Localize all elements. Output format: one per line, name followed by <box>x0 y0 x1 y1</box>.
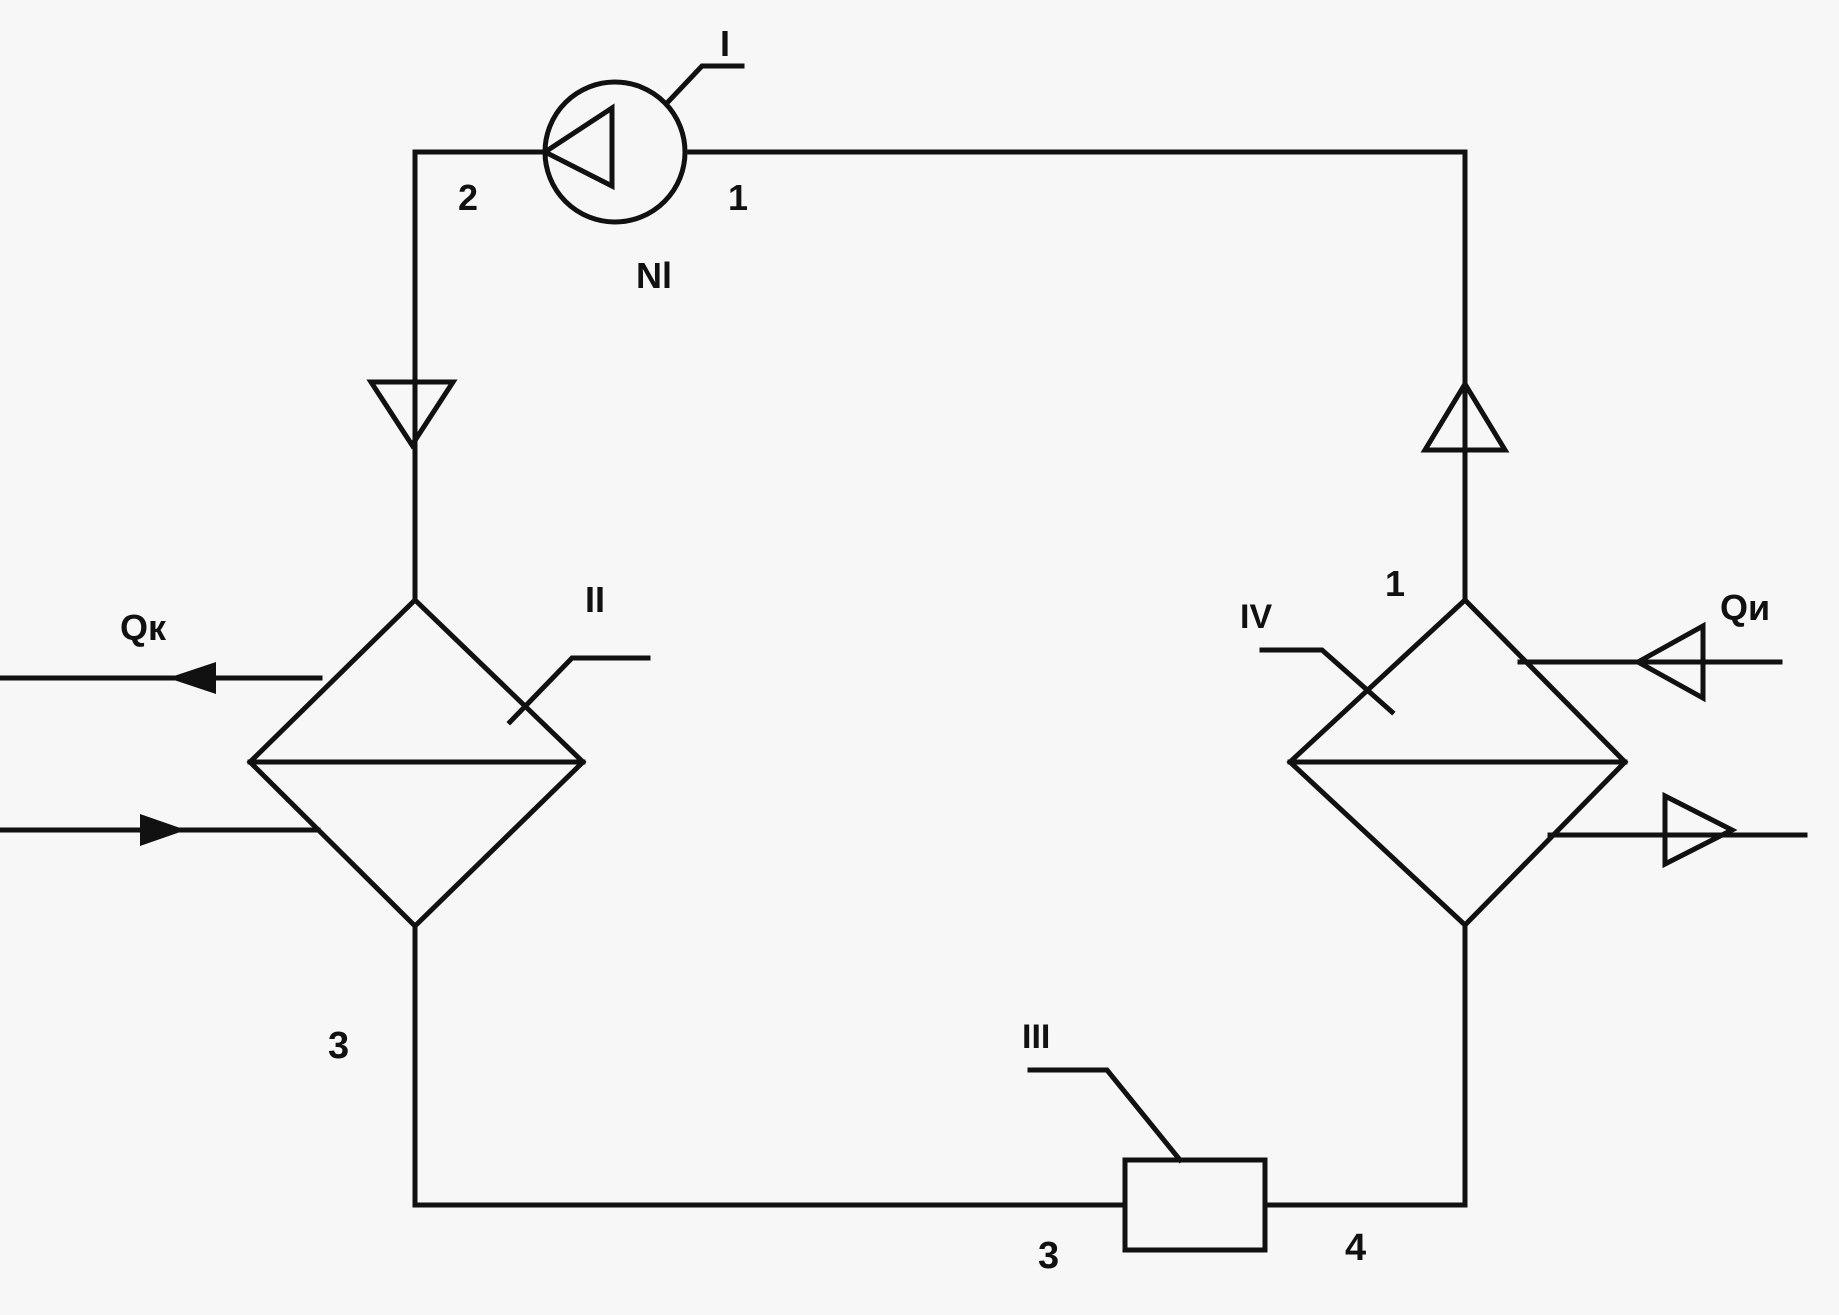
state-point-3-bottom: 3 <box>1038 1235 1059 1277</box>
heat-out-label: Qк <box>120 607 167 648</box>
evaporator-label: IV <box>1240 598 1272 636</box>
pipe-condenser-to-throttle <box>412 922 1128 1208</box>
evaporator-leader-line <box>1259 647 1396 716</box>
throttle-leader-line <box>1027 1067 1184 1164</box>
throttle-label: III <box>1022 1018 1050 1056</box>
heat-out-arrow-icon <box>168 662 216 694</box>
condenser-label: II <box>585 579 605 620</box>
condenser-symbol <box>246 596 651 930</box>
flow-arrow-up-icon <box>1420 379 1510 453</box>
condenser-leader-line <box>506 655 651 726</box>
power-label: Nl <box>636 255 672 296</box>
state-point-2: 2 <box>458 177 478 218</box>
coolant-in-arrow-icon <box>140 814 186 846</box>
heat-in-arrow-icon <box>1632 621 1706 703</box>
evaporator-symbol <box>1259 596 1629 929</box>
compressor-symbol <box>540 63 745 225</box>
compressor-leader-line <box>664 63 745 106</box>
pipe-evaporator-to-compressor <box>687 149 1468 603</box>
heat-source-out-arrow-icon <box>1662 791 1738 869</box>
flow-arrow-down-icon <box>366 379 458 450</box>
state-point-4: 4 <box>1345 1227 1366 1269</box>
state-point-3-left: 3 <box>328 1025 349 1067</box>
pipe-compressor-to-condenser <box>412 149 548 603</box>
state-point-1-top: 1 <box>728 177 748 218</box>
heat-in-label: Qи <box>1720 587 1770 628</box>
throttle-symbol <box>1027 1067 1268 1253</box>
state-point-1-right: 1 <box>1385 563 1405 604</box>
compressor-label: I <box>720 23 730 64</box>
pipe-throttle-to-evaporator <box>1262 922 1468 1208</box>
